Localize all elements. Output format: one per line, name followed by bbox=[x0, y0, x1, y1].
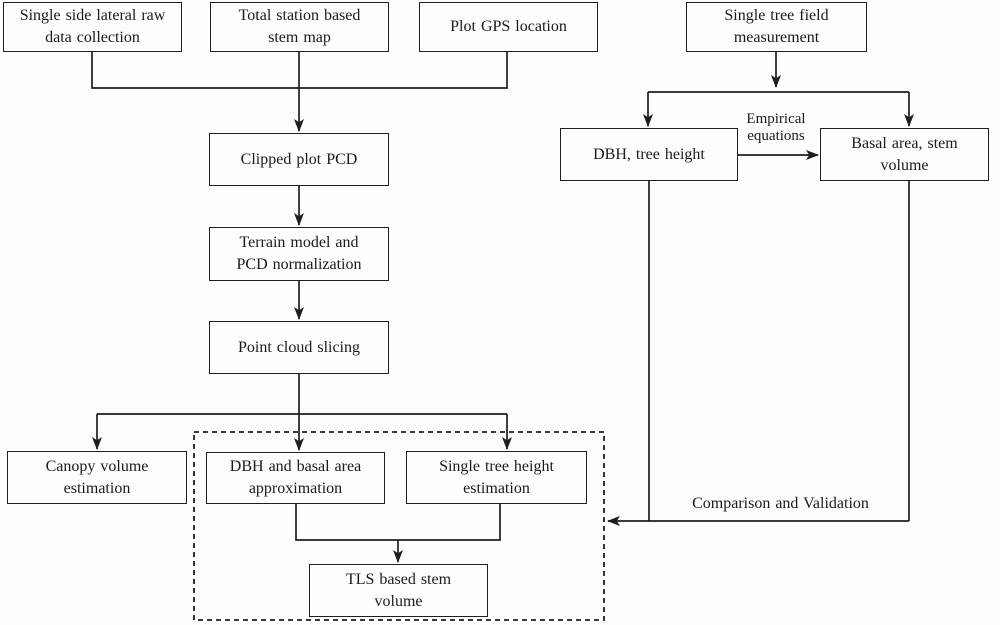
node-plot-gps-location: Plot GPS location bbox=[419, 2, 598, 52]
node-canopy-volume-estimation: Canopy volume estimation bbox=[7, 451, 187, 504]
node-tls-based-stem-volume: TLS based stem volume bbox=[309, 564, 488, 617]
node-basal-area-stem-volume: Basal area, stem volume bbox=[820, 128, 989, 181]
node-label: Single tree height estimation bbox=[439, 457, 554, 497]
node-label: DBH and basal area approximation bbox=[229, 458, 362, 497]
edge-label-comparison-and-validation: Comparison and Validation bbox=[692, 495, 869, 512]
node-label: TLS based stem volume bbox=[345, 570, 452, 610]
node-label: Single tree field measurement bbox=[724, 7, 829, 46]
node-label: Plot GPS location bbox=[450, 18, 567, 35]
node-label: Single side lateral raw data collection bbox=[19, 7, 166, 46]
node-label: Clipped plot PCD bbox=[240, 150, 358, 168]
edge-label-empirical-equations: Empirical equations bbox=[746, 111, 806, 144]
node-label: Canopy volume estimation bbox=[45, 457, 149, 497]
node-label: Basal area, stem volume bbox=[851, 134, 958, 174]
node-dbh-basal-area-approximation: DBH and basal area approximation bbox=[206, 452, 385, 504]
node-label: Terrain model and PCD normalization bbox=[236, 234, 362, 273]
node-terrain-model-pcd-normalization: Terrain model and PCD normalization bbox=[209, 227, 389, 281]
node-total-station-based-stem-map: Total station based stem map bbox=[210, 2, 389, 52]
node-label: Point cloud slicing bbox=[238, 338, 360, 356]
edge-validation-verticals bbox=[648, 181, 910, 521]
node-single-tree-field-measurement: Single tree field measurement bbox=[686, 2, 867, 52]
edge-tls-merge bbox=[295, 504, 501, 541]
node-single-side-lateral-raw-data-collection: Single side lateral raw data collection bbox=[3, 2, 182, 52]
node-point-cloud-slicing: Point cloud slicing bbox=[209, 321, 389, 374]
node-single-tree-height-estimation: Single tree height estimation bbox=[406, 451, 587, 504]
node-dbh-tree-height: DBH, tree height bbox=[560, 128, 738, 181]
node-clipped-plot-pcd: Clipped plot PCD bbox=[209, 133, 389, 186]
node-label: Total station based stem map bbox=[238, 7, 361, 46]
node-label: DBH, tree height bbox=[593, 145, 705, 163]
dashed-group-border bbox=[193, 431, 605, 621]
